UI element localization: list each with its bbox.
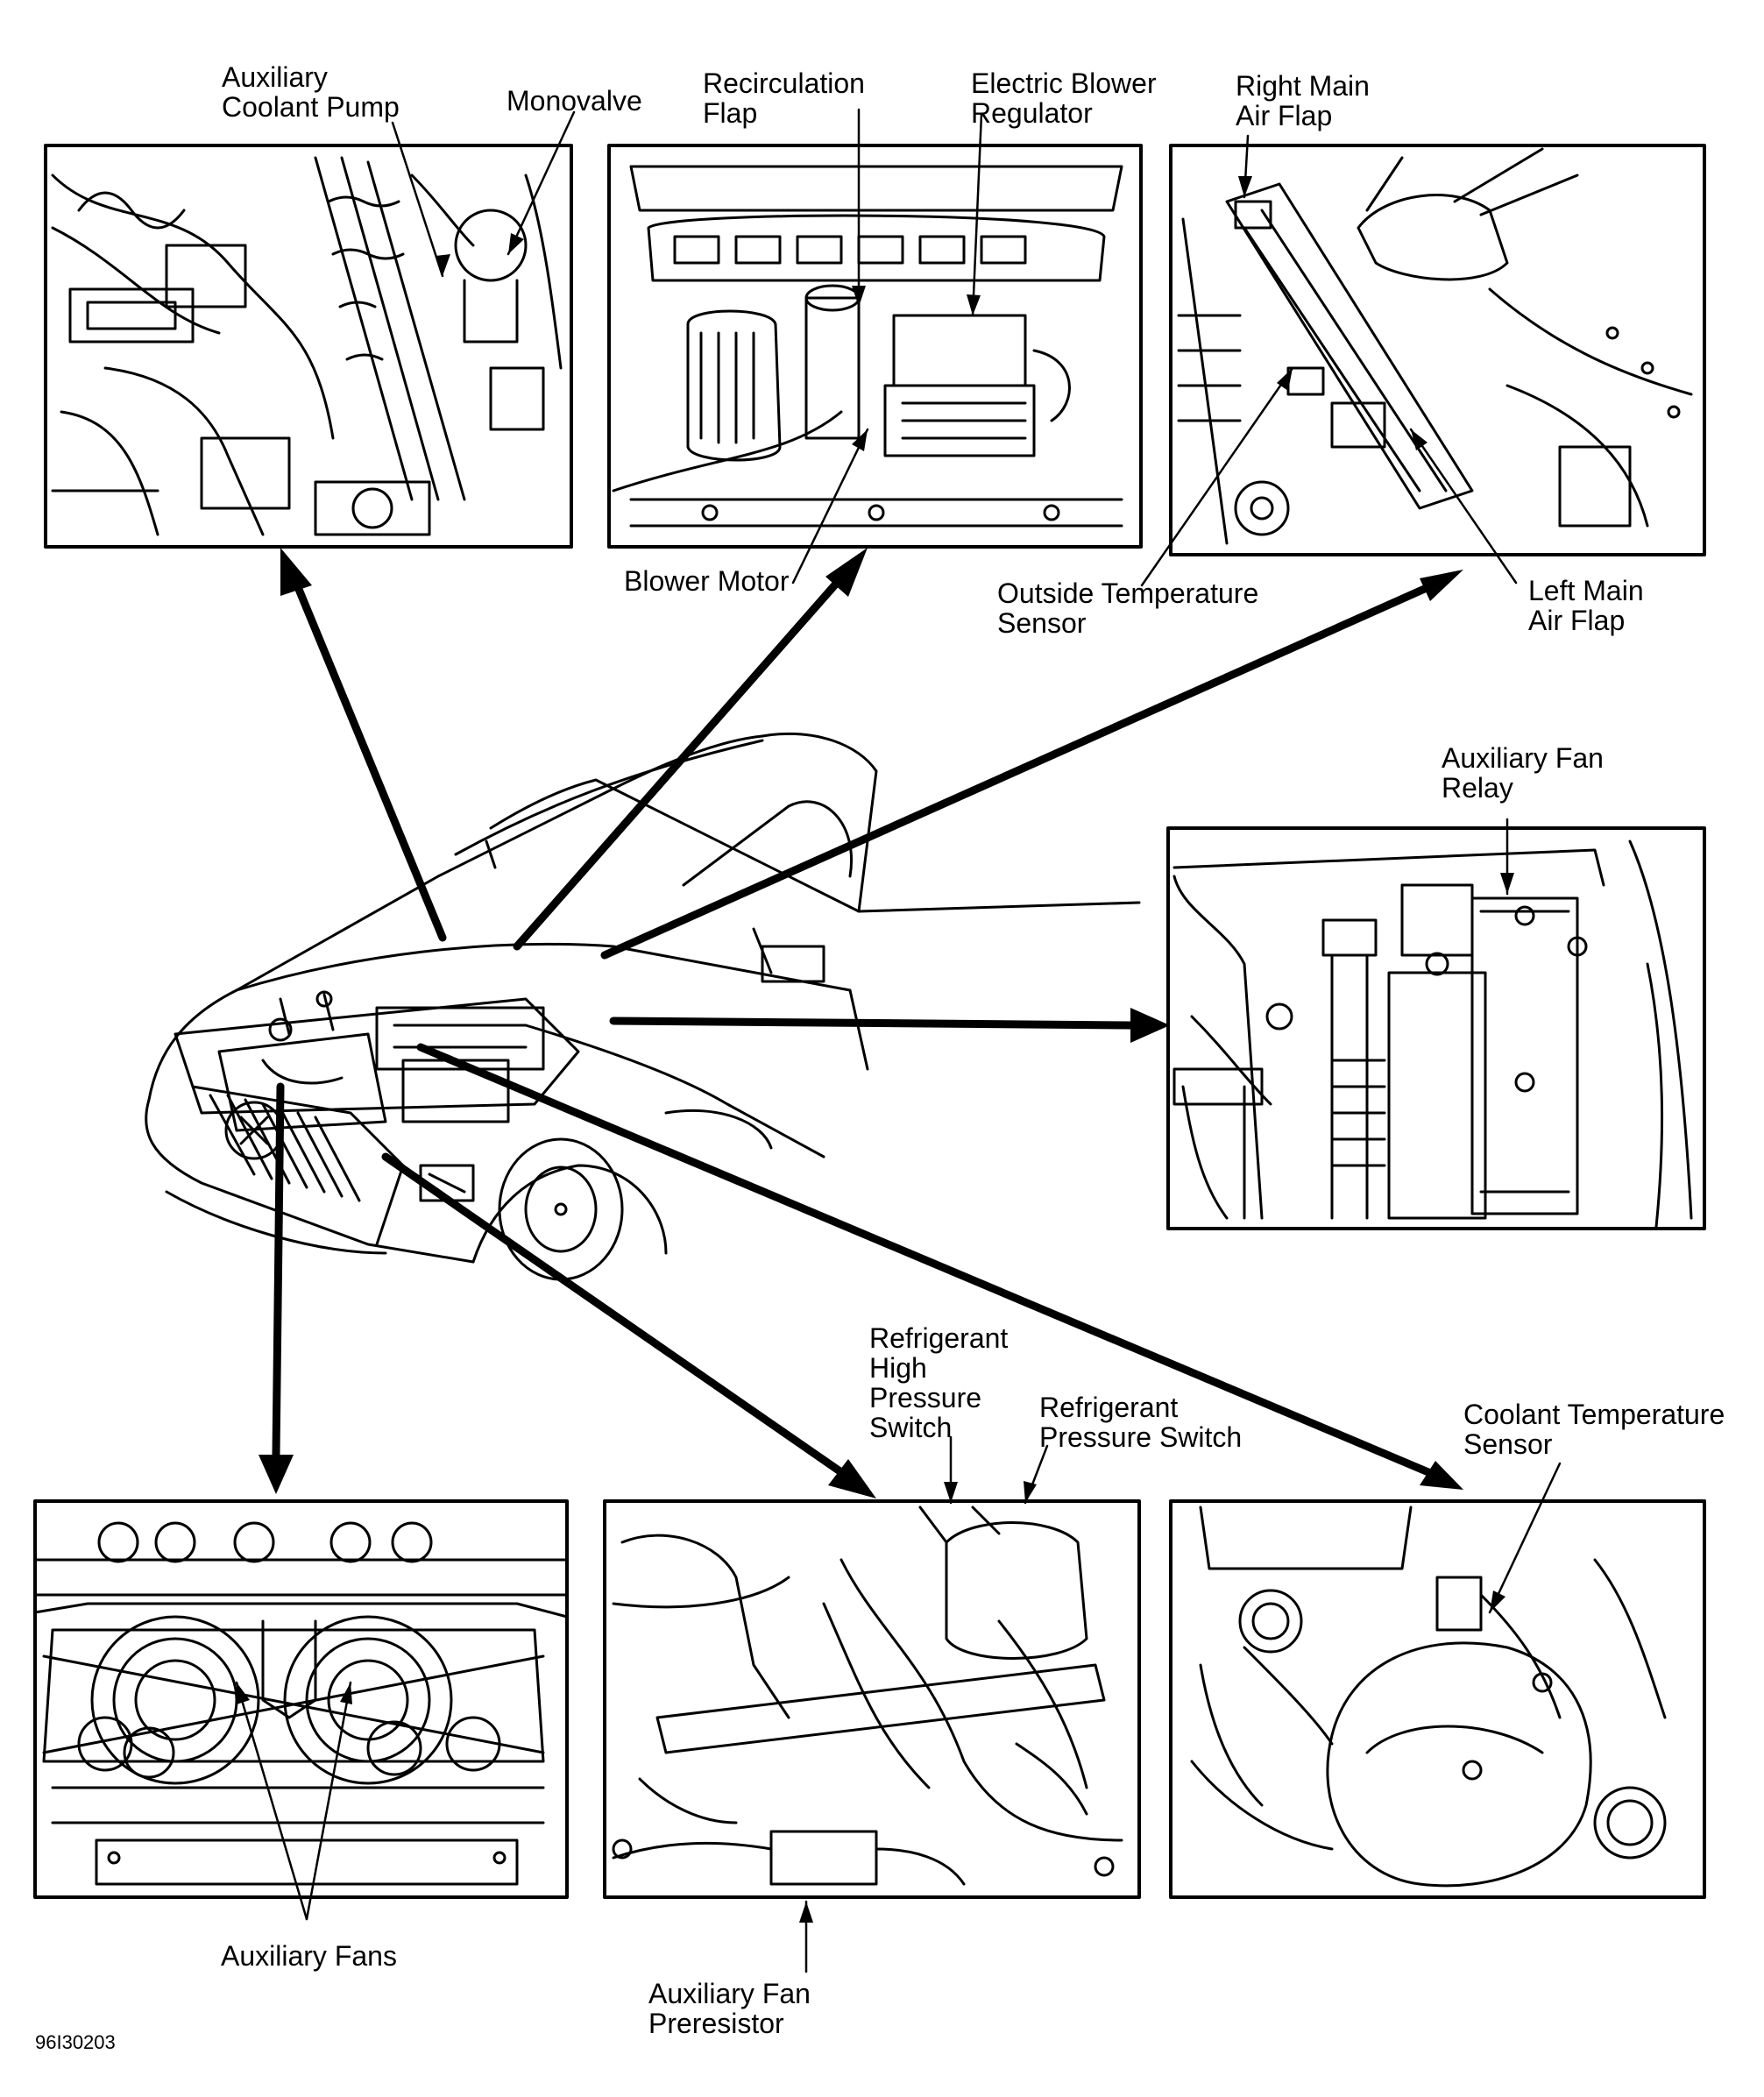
panel-auxiliary-fans	[33, 1499, 569, 1899]
bold-arrows	[272, 578, 1433, 1477]
label-monovalve: Monovalve	[507, 85, 642, 117]
panel-coolant-temp-sensor	[1169, 1499, 1706, 1899]
label-auxiliary-fans: Auxiliary Fans	[221, 1940, 397, 1972]
panel-refrigerant-switches	[603, 1499, 1141, 1899]
bold-arrowheads	[259, 548, 1463, 1498]
label-left-main-air-flap: Left Main Air Flap	[1528, 575, 1644, 636]
label-outside-temperature-sensor: Outside Temperature Sensor	[997, 577, 1259, 639]
figure-code: 96I30203	[35, 2031, 116, 2053]
leader-arrowheads	[237, 176, 1514, 1923]
panel-fan-relay	[1166, 826, 1706, 1230]
label-recirculation-flap: Recirculation Flap	[703, 67, 865, 129]
car-body	[145, 732, 1141, 1281]
label-blower-motor: Blower Motor	[624, 565, 790, 597]
label-coolant-temperature-sensor: Coolant Temperature Sensor	[1463, 1399, 1725, 1460]
leader-lines	[235, 108, 1562, 1973]
label-auxiliary-fan-preresistor: Auxiliary Fan Preresistor	[648, 1978, 811, 2039]
label-auxiliary-coolant-pump: Auxiliary Coolant Pump	[222, 61, 400, 123]
label-electric-blower-regulator: Electric Blower Regulator	[971, 67, 1157, 129]
label-right-main-air-flap: Right Main Air Flap	[1236, 70, 1370, 131]
label-refrigerant-high-pressure-switch: Refrigerant High Pressure Switch	[869, 1322, 1009, 1443]
label-auxiliary-fan-relay: Auxiliary Fan Relay	[1442, 742, 1604, 804]
panel-engine-bay-left	[44, 144, 573, 549]
panel-blower-area	[607, 144, 1143, 549]
panel-air-flaps	[1169, 144, 1706, 556]
label-refrigerant-pressure-switch: Refrigerant Pressure Switch	[1039, 1392, 1243, 1453]
